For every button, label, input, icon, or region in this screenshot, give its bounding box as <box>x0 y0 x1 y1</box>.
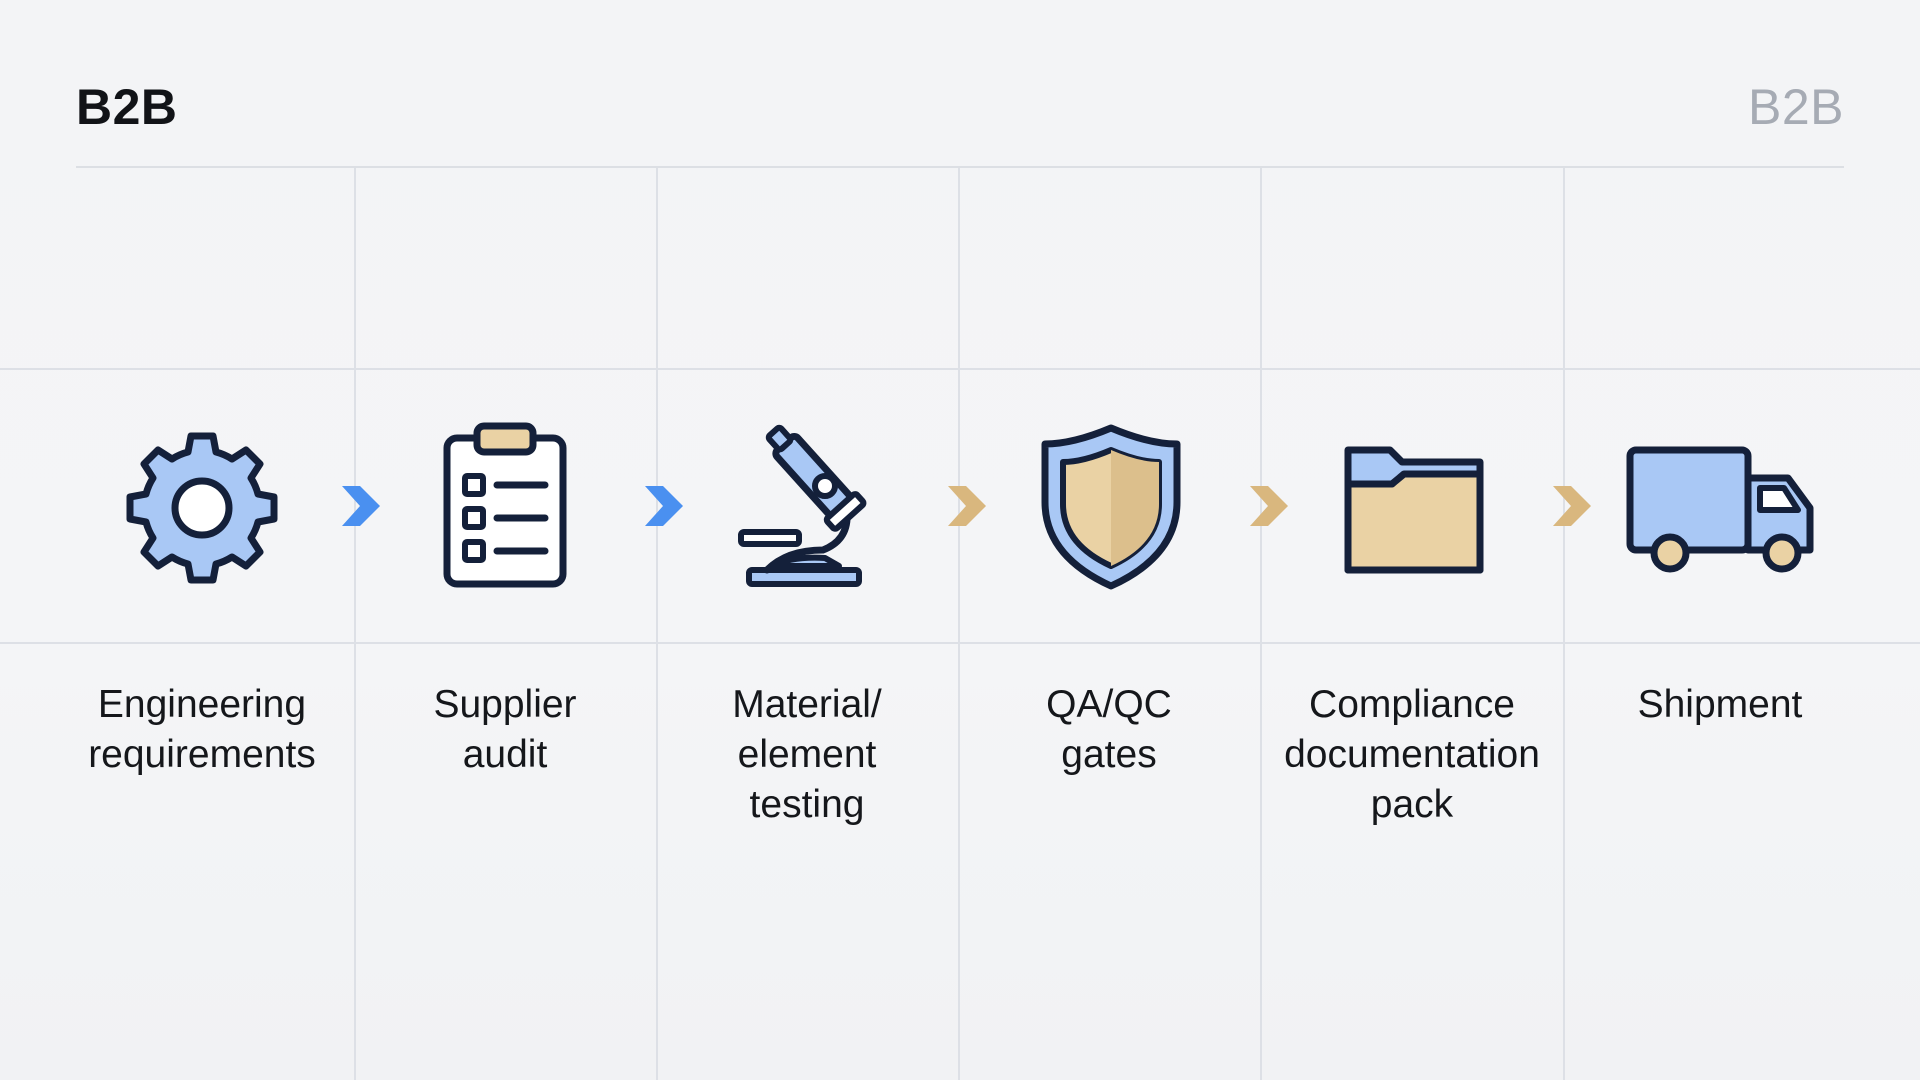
step-label-material-testing: Material/ element testing <box>732 683 882 826</box>
grid-line <box>656 168 658 1080</box>
step-label-supplier-audit: Supplier audit <box>433 683 577 776</box>
chevron-right-icon <box>1551 484 1593 528</box>
chevron-right-icon <box>340 484 382 528</box>
chevron-right-icon <box>946 484 988 528</box>
grid-line <box>958 168 960 1080</box>
grid-line <box>1563 168 1565 1080</box>
chevron-right-icon <box>643 484 685 528</box>
folder-icon <box>1334 420 1494 590</box>
grid-line <box>354 168 356 1080</box>
header-badge: B2B <box>1747 79 1844 135</box>
grid-line <box>0 368 1920 370</box>
header-divider <box>76 166 1844 168</box>
gear-icon <box>122 420 282 590</box>
grid-line <box>1260 168 1262 1080</box>
chevron-right-icon <box>1248 484 1290 528</box>
step-label-shipment: Shipment <box>1637 683 1803 726</box>
step-label-compliance: Compliance documentation pack <box>1284 683 1540 826</box>
step-label-engineering: Engineering requirements <box>88 683 316 776</box>
shield-icon <box>1031 420 1191 590</box>
page-title: B2B <box>76 79 178 135</box>
grid-line <box>0 642 1920 644</box>
clipboard-checklist-icon <box>425 420 585 590</box>
truck-icon <box>1620 420 1820 590</box>
step-label-qa-qc: QA/QC gates <box>1046 683 1172 776</box>
microscope-icon <box>727 420 887 590</box>
